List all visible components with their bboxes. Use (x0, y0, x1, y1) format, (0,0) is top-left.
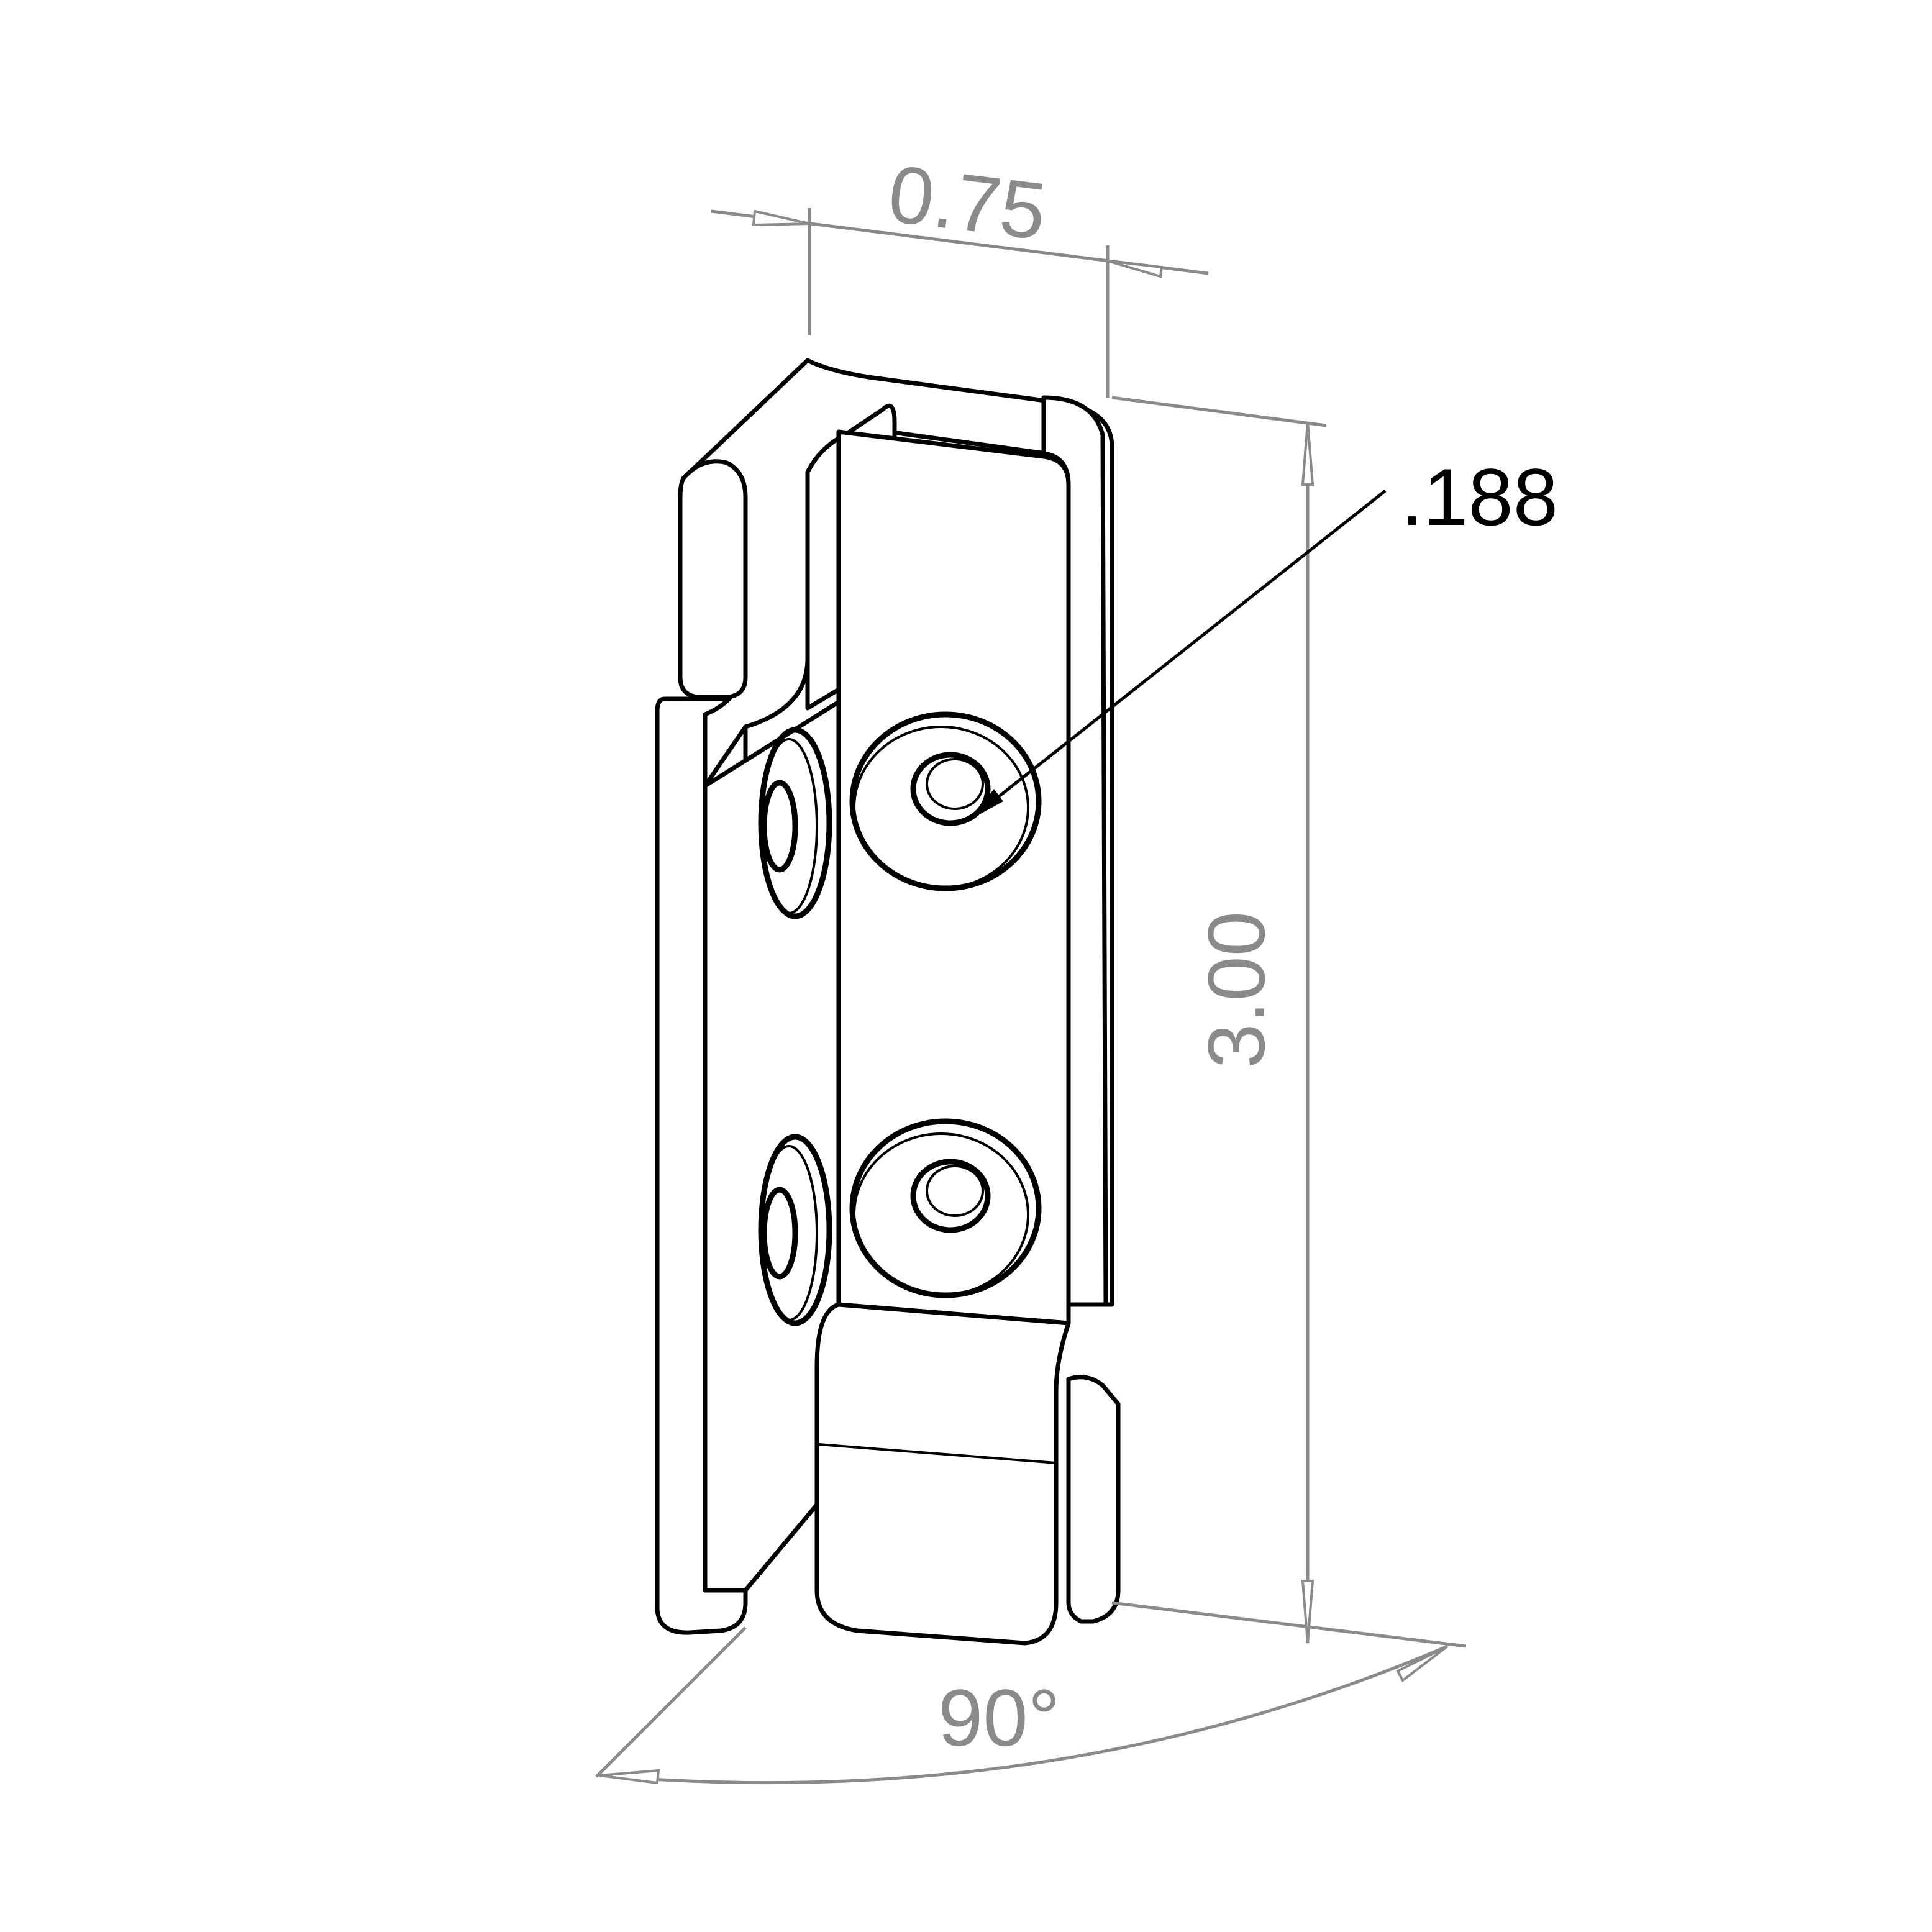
dimension-height-label: 3.00 (1191, 911, 1282, 1069)
bracket-part (655, 358, 1121, 1646)
dimension-width: 0.75 (711, 148, 1209, 398)
dimension-angle: 90° (595, 1626, 1449, 1785)
front-hole-upper (849, 711, 1042, 891)
hole-callout-label: .188 (1401, 452, 1558, 542)
front-hole-lower (849, 1118, 1042, 1298)
dimension-width-label: 0.75 (884, 148, 1051, 257)
hole-callout: .188 (968, 452, 1558, 821)
side-hole-upper (758, 727, 832, 919)
dimension-angle-label: 90° (938, 1672, 1060, 1763)
dimension-height: 3.00 (1111, 396, 1467, 1648)
side-hole-lower (758, 1134, 832, 1326)
